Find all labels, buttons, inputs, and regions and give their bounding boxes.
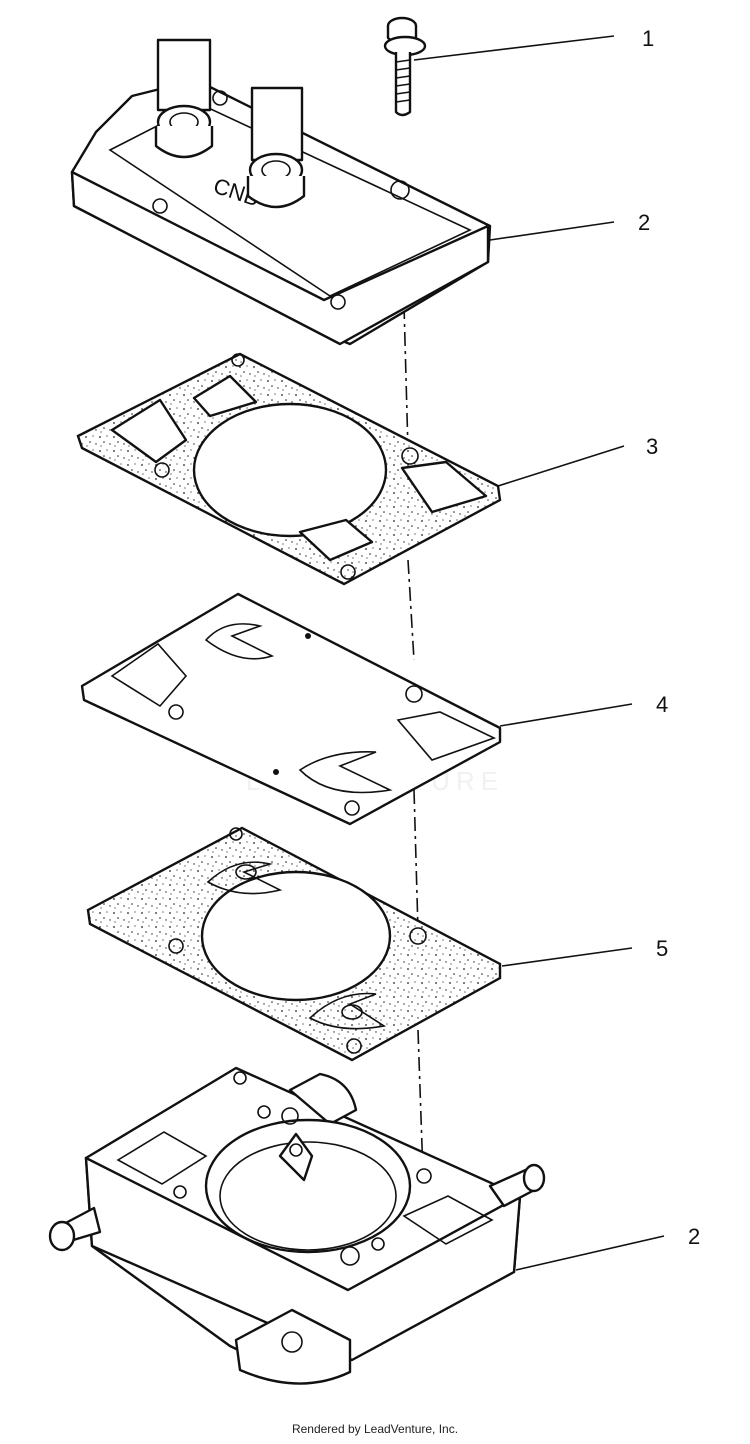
- callout-5: 5: [656, 936, 668, 961]
- callout-2-top: 2: [638, 210, 650, 235]
- callout-2-bottom: 2: [688, 1224, 700, 1249]
- leader-1: [413, 35, 615, 61]
- leader-5: [501, 947, 633, 967]
- part-gasket-upper: [76, 352, 502, 586]
- leader-4: [499, 703, 633, 727]
- leader-3: [497, 445, 625, 487]
- part-diaphragm: [86, 826, 502, 1062]
- part-screw: [383, 16, 427, 117]
- part-pump-body: [48, 1066, 546, 1385]
- part-cover-plate: CNB: [70, 38, 492, 346]
- leader-2b: [515, 1235, 665, 1271]
- render-credit: Rendered by LeadVenture, Inc.: [291, 1422, 459, 1436]
- callout-1: 1: [642, 26, 654, 51]
- leader-2a: [489, 221, 615, 241]
- callout-3: 3: [646, 434, 658, 459]
- part-valve-plate: [80, 592, 502, 826]
- callout-4: 4: [656, 692, 668, 717]
